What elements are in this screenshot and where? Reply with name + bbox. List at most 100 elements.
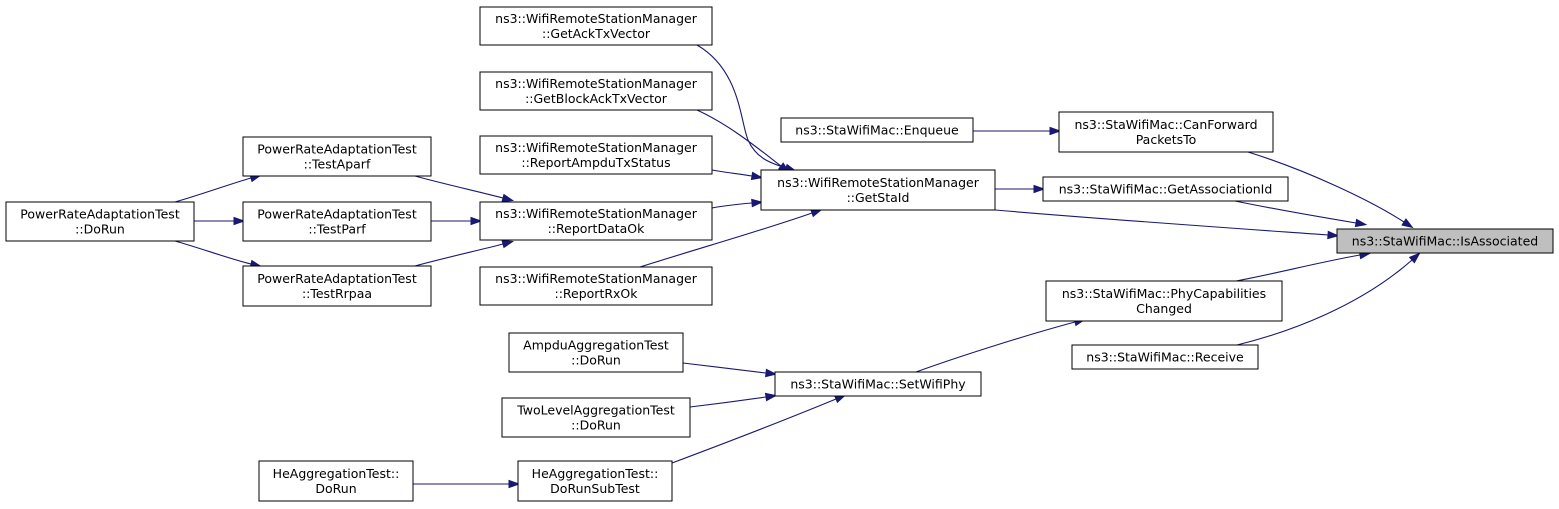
- node-getblockack[interactable]: ns3::WifiRemoteStationManager::GetBlockA…: [479, 71, 713, 111]
- node-label-line: DoRunSubTest: [550, 481, 640, 496]
- edge-hedorun-to-hesubtest: [413, 479, 521, 489]
- edge-enqueue-to-canforward: [973, 126, 1062, 136]
- edge-canforward-to-isassoc: [1247, 151, 1414, 229]
- node-box: [479, 135, 713, 175]
- arrowhead-icon: [470, 216, 483, 226]
- edge-phycap-to-isassoc: [1235, 250, 1372, 282]
- node-label-line: PowerRateAdaptationTest: [20, 207, 180, 222]
- arrowhead-icon: [233, 216, 246, 226]
- edge-pradorun-to-testaparf: [174, 173, 263, 203]
- node-label-line: AmpduAggregationTest: [523, 338, 669, 353]
- node-label-line: HeAggregationTest::: [273, 466, 400, 481]
- node-box: [508, 332, 684, 373]
- node-box: [479, 71, 713, 111]
- node-label-line: ns3::WifiRemoteStationManager: [495, 140, 698, 155]
- node-box: [1042, 176, 1289, 202]
- node-box: [517, 460, 673, 502]
- node-box: [1058, 111, 1274, 153]
- node-label-line: ns3::WifiRemoteStationManager: [495, 11, 698, 26]
- arrowhead-icon: [501, 239, 515, 249]
- node-box: [1071, 344, 1259, 370]
- edge-twoleveldorun-to-setwifiphy: [689, 392, 778, 408]
- node-label-line: ns3::WifiRemoteStationManager: [495, 206, 698, 221]
- node-label-line: TwoLevelAggregationTest: [516, 403, 675, 418]
- node-getassocid[interactable]: ns3::StaWifiMac::GetAssociationId: [1042, 176, 1289, 202]
- node-label-line: DoRun: [315, 481, 356, 496]
- node-label-line: ::GetAckTxVector: [542, 26, 651, 41]
- node-pradorun[interactable]: PowerRateAdaptationTest::DoRun: [5, 201, 195, 242]
- node-label-line: HeAggregationTest::: [532, 466, 659, 481]
- edge-pradorun-to-testrrpaa: [174, 240, 263, 269]
- node-reportdataok[interactable]: ns3::WifiRemoteStationManager::ReportDat…: [479, 201, 713, 241]
- edge-testaparf-to-reportdataok: [414, 175, 515, 203]
- node-label-line: ::TestAparf: [304, 157, 371, 172]
- node-box: [479, 201, 713, 241]
- node-box: [1045, 280, 1283, 322]
- arrowhead-icon: [765, 368, 778, 378]
- node-label-line: ::DoRun: [571, 418, 621, 433]
- node-getstaid[interactable]: ns3::WifiRemoteStationManager::GetStaId: [760, 169, 996, 211]
- edge-getstaid-to-getassocid: [995, 184, 1046, 194]
- arrowhead-icon: [751, 198, 764, 208]
- edge-reportampdu-to-getstaid: [711, 169, 764, 181]
- node-label-line: ns3::StaWifiMac::Receive: [1086, 350, 1244, 365]
- node-label-line: ns3::WifiRemoteStationManager: [495, 271, 698, 286]
- edge-getstaid-to-isassoc: [994, 209, 1340, 240]
- node-box: [1336, 228, 1554, 254]
- edge-testparf-to-reportdataok: [431, 216, 483, 226]
- node-box: [479, 6, 713, 46]
- arrowhead-icon: [764, 392, 778, 402]
- node-box: [258, 460, 414, 502]
- node-box: [760, 169, 996, 211]
- node-label-line: ::TestRrpaa: [302, 286, 372, 301]
- node-box: [780, 117, 974, 143]
- node-label-line: ns3::StaWifiMac::PhyCapabilities: [1062, 286, 1266, 301]
- edge-reportdataok-to-getstaid: [711, 198, 764, 209]
- node-box: [501, 397, 691, 438]
- node-label-line: ns3::StaWifiMac::IsAssociated: [1352, 234, 1538, 249]
- node-label-line: ::GetBlockAckTxVector: [525, 91, 668, 106]
- node-setwifiphy[interactable]: ns3::StaWifiMac::SetWifiPhy: [774, 371, 982, 397]
- node-testrrpaa[interactable]: PowerRateAdaptationTest::TestRrpaa: [242, 265, 432, 307]
- node-hesubtest[interactable]: HeAggregationTest::DoRunSubTest: [517, 460, 673, 502]
- node-box: [774, 371, 982, 397]
- nodes-layer: ns3::StaWifiMac::IsAssociatedns3::StaWif…: [5, 6, 1554, 502]
- edge-ampdudorun-to-setwifiphy: [682, 362, 778, 378]
- node-label-line: PacketsTo: [1136, 132, 1197, 147]
- arrowhead-icon: [1354, 218, 1368, 228]
- node-label-line: Changed: [1136, 301, 1192, 316]
- arrowhead-icon: [1408, 252, 1421, 264]
- node-label-line: PowerRateAdaptationTest: [257, 142, 417, 157]
- node-label-line: PowerRateAdaptationTest: [257, 271, 417, 286]
- node-hedorun[interactable]: HeAggregationTest::DoRun: [258, 460, 414, 502]
- edge-testrrpaa-to-reportdataok: [414, 239, 515, 267]
- node-testaparf[interactable]: PowerRateAdaptationTest::TestAparf: [242, 136, 432, 177]
- node-label-line: ::GetStaId: [847, 190, 910, 205]
- node-label-line: ns3::StaWifiMac::GetAssociationId: [1059, 182, 1273, 197]
- node-receive[interactable]: ns3::StaWifiMac::Receive: [1071, 344, 1259, 370]
- node-reportrxok[interactable]: ns3::WifiRemoteStationManager::ReportRxO…: [479, 266, 713, 306]
- edge-setwifiphy-to-phycap: [915, 317, 1087, 373]
- node-box: [479, 266, 713, 306]
- node-label-line: ns3::WifiRemoteStationManager: [495, 76, 698, 91]
- node-getack[interactable]: ns3::WifiRemoteStationManager::GetAckTxV…: [479, 6, 713, 46]
- node-label-line: ns3::WifiRemoteStationManager: [777, 175, 980, 190]
- node-ampdudorun[interactable]: AmpduAggregationTest::DoRun: [508, 332, 684, 373]
- node-label-line: ns3::StaWifiMac::CanForward: [1074, 117, 1257, 132]
- node-box: [242, 201, 432, 242]
- edge-pradorun-to-testparf: [194, 216, 246, 226]
- node-label-line: PowerRateAdaptationTest: [257, 207, 417, 222]
- node-label-line: ::ReportAmpduTxStatus: [521, 155, 670, 170]
- node-enqueue[interactable]: ns3::StaWifiMac::Enqueue: [780, 117, 974, 143]
- edge-receive-to-isassoc: [1236, 252, 1421, 346]
- node-testparf[interactable]: PowerRateAdaptationTest::TestParf: [242, 201, 432, 242]
- arrowhead-icon: [810, 209, 823, 218]
- node-twoleveldorun[interactable]: TwoLevelAggregationTest::DoRun: [501, 397, 691, 438]
- arrowhead-icon: [501, 193, 515, 203]
- node-reportampdu[interactable]: ns3::WifiRemoteStationManager::ReportAmp…: [479, 135, 713, 175]
- edge-hesubtest-to-setwifiphy: [671, 394, 847, 464]
- node-isassoc[interactable]: ns3::StaWifiMac::IsAssociated: [1336, 228, 1554, 254]
